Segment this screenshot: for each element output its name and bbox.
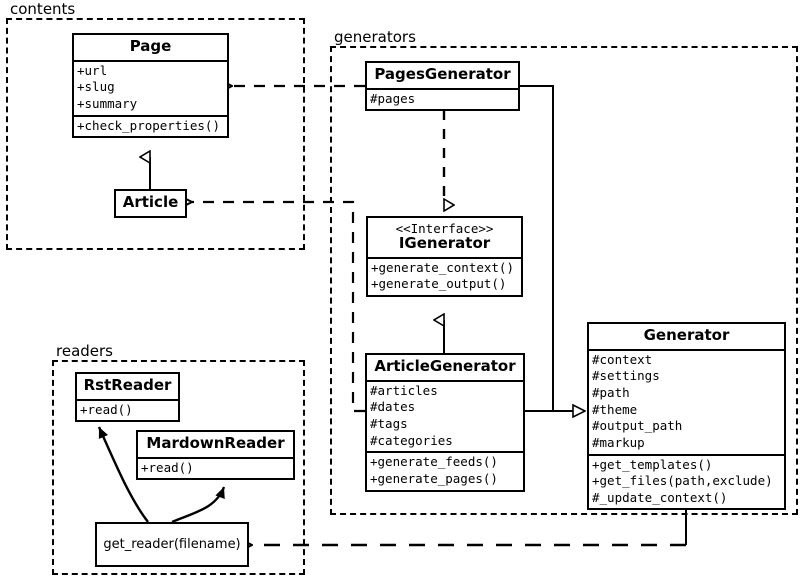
class-generator-attributes: #context #settings #path #theme #output_… [589, 348, 784, 454]
class-mardownreader-title: MardownReader [146, 434, 285, 452]
attribute-row: #pages [370, 90, 416, 106]
attribute-row: #articles [370, 382, 438, 398]
class-generator-methods: +get_templates() +get_files(path,exclude… [589, 453, 784, 509]
class-article-title: Article [122, 193, 179, 211]
package-contents-label: contents [8, 0, 78, 18]
method-row: +get_files(path,exclude) [592, 473, 773, 489]
class-pagesgenerator-attributes: #pages [367, 87, 518, 110]
method-row: +read() [80, 401, 133, 417]
class-page-methods: +check_properties() [74, 114, 227, 137]
class-article[interactable]: Article [114, 189, 187, 218]
class-igenerator-stereotype: <<Interface>> [395, 221, 494, 236]
class-igenerator[interactable]: <<Interface>> IGenerator +generate_conte… [366, 216, 523, 297]
class-articlegenerator-attributes: #articles #dates #tags #categories [367, 379, 523, 452]
class-generator-title: Generator [643, 326, 730, 344]
function-get-reader[interactable]: get_reader(filename) [95, 522, 249, 567]
method-row: +get_templates() [592, 456, 713, 472]
class-page-attributes: +url +slug +summary [74, 59, 227, 115]
class-rstreader-methods: +read() [77, 398, 178, 421]
class-generator[interactable]: Generator #context #settings #path #them… [587, 322, 786, 511]
attribute-row: #settings [592, 368, 660, 384]
class-articlegenerator[interactable]: ArticleGenerator #articles #dates #tags … [365, 353, 525, 492]
class-igenerator-title: IGenerator [398, 233, 491, 252]
class-page-title: Page [129, 37, 172, 55]
class-pagesgenerator-title: PagesGenerator [374, 65, 511, 83]
package-readers-label: readers [54, 342, 115, 360]
attribute-row: #theme [592, 401, 638, 417]
method-row: +read() [141, 459, 194, 475]
method-row: +generate_context() [371, 259, 514, 275]
method-row: +check_properties() [77, 117, 220, 133]
class-articlegenerator-methods: +generate_feeds() +generate_pages() [367, 451, 523, 489]
package-readers [52, 360, 305, 575]
method-row: +generate_output() [371, 276, 507, 292]
class-mardownreader-methods: +read() [138, 456, 293, 479]
attribute-row: #context [592, 351, 653, 367]
function-get-reader-label: get_reader(filename) [103, 537, 241, 552]
attribute-row: #output_path [592, 418, 683, 434]
class-pagesgenerator[interactable]: PagesGenerator #pages [365, 61, 520, 112]
class-rstreader[interactable]: RstReader +read() [75, 372, 180, 423]
attribute-row: #markup [592, 434, 645, 450]
package-generators-label: generators [332, 28, 418, 46]
class-igenerator-methods: +generate_context() +generate_output() [368, 256, 521, 295]
attribute-row: #path [592, 385, 630, 400]
attribute-row: +summary [77, 96, 138, 111]
class-articlegenerator-title: ArticleGenerator [374, 357, 516, 375]
package-generators [330, 46, 798, 515]
class-rstreader-title: RstReader [83, 376, 172, 394]
method-row: #_update_context() [592, 489, 728, 505]
method-row: +generate_pages() [370, 470, 498, 486]
attribute-row: +slug [77, 79, 115, 95]
attribute-row: #tags [370, 416, 408, 431]
attribute-row: #dates [370, 399, 416, 415]
class-mardownreader[interactable]: MardownReader +read() [136, 430, 295, 481]
attribute-row: +url [77, 62, 108, 78]
method-row: +generate_feeds() [370, 454, 498, 470]
package-contents [6, 18, 305, 250]
class-page[interactable]: Page +url +slug +summary +check_properti… [72, 33, 229, 139]
attribute-row: #categories [370, 432, 453, 448]
